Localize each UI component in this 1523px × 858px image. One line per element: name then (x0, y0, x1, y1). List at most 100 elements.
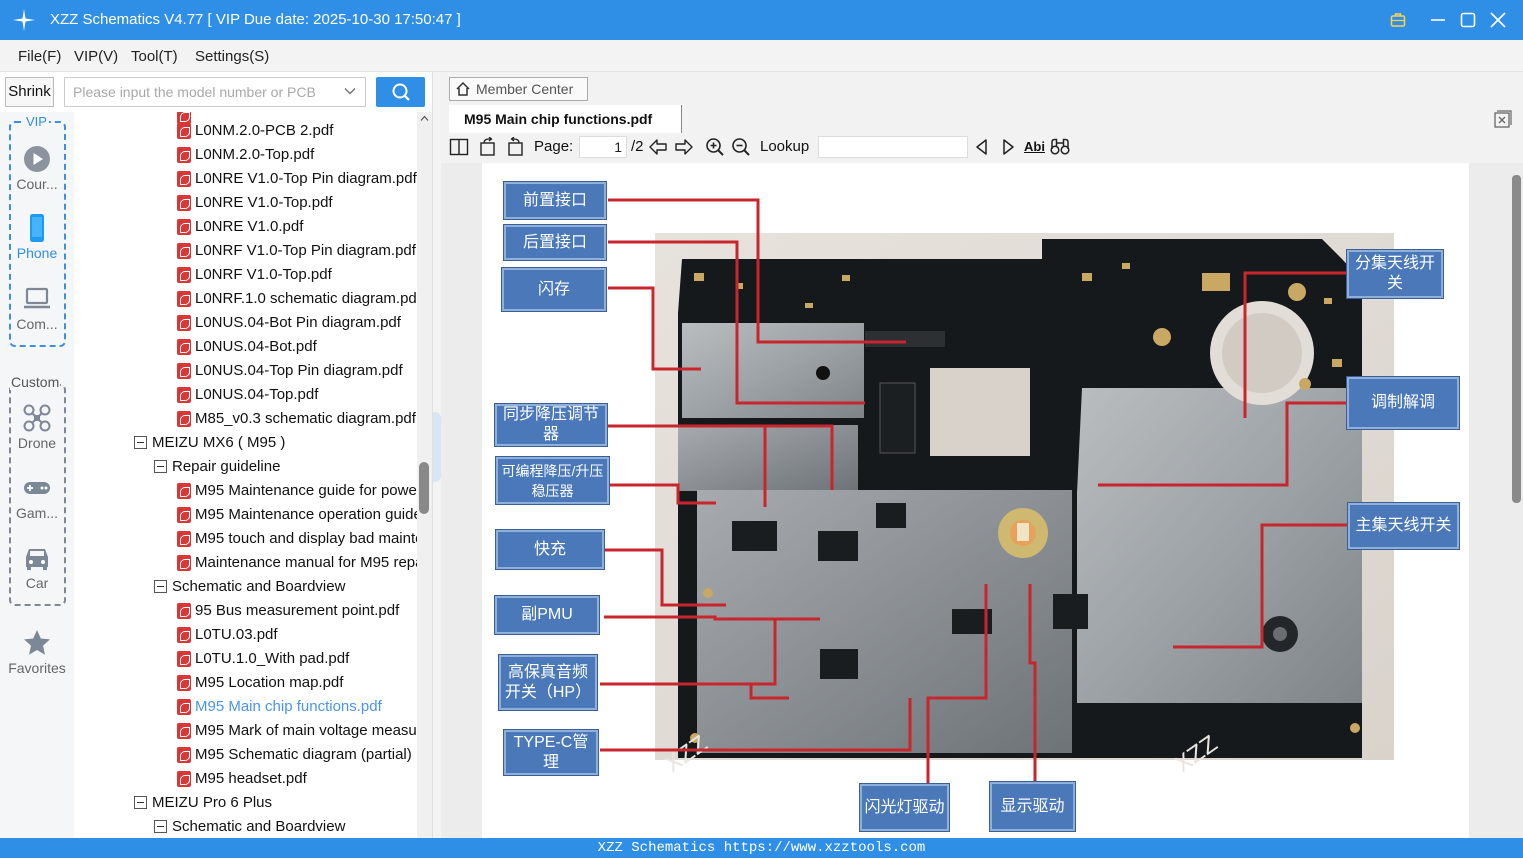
collapse-toggle-icon[interactable] (154, 580, 167, 593)
close-tabs-icon[interactable] (1494, 110, 1512, 128)
drone-icon (23, 404, 51, 432)
tree-item-label: L0NRF V1.0-Top Pin diagram.pdf (195, 242, 416, 259)
label-sync-buck-regulator: 同步降压调节器 (495, 404, 607, 446)
tree-item-label: M95 headset.pdf (195, 770, 307, 787)
page-number-input[interactable]: 1 (579, 136, 627, 158)
gamepad-icon (24, 482, 50, 494)
viewer-scrollbar-thumb[interactable] (1512, 175, 1521, 503)
search-button[interactable] (376, 77, 425, 107)
menu-file[interactable]: File(F) (18, 48, 62, 65)
nav-drone[interactable]: Drone (0, 403, 74, 451)
label-sub-pmu: 副PMU (495, 596, 599, 634)
nav-computer[interactable]: Com... (0, 284, 74, 332)
app-logo-icon (13, 9, 35, 31)
pdf-icon (177, 112, 191, 124)
collapse-toggle-icon[interactable] (154, 820, 167, 833)
pdf-icon (177, 147, 191, 163)
tab-main-chip-functions[interactable]: M95 Main chip functions.pdf (449, 105, 682, 133)
tree-item-label: L0NRE V1.0.pdf (195, 218, 304, 235)
menu-vip[interactable]: VIP(V) (74, 48, 119, 65)
collapse-toggle-icon[interactable] (134, 796, 147, 809)
pdf-viewer[interactable]: XZZ XZZ (441, 163, 1523, 838)
briefcase-icon[interactable] (1384, 6, 1412, 34)
nav-game-label: Gam... (15, 505, 58, 521)
nav-drone-label: Drone (17, 435, 57, 451)
model-search-combo[interactable] (64, 77, 366, 107)
member-center-button[interactable]: Member Center (449, 77, 588, 101)
match-case-toggle[interactable]: Abi (1024, 139, 1045, 154)
pdf-icon (177, 243, 191, 259)
tree-item-label: L0NUS.04-Top.pdf (195, 386, 319, 403)
collapse-toggle-icon[interactable] (154, 460, 167, 473)
tree-item-label: MEIZU MX6 ( M95 ) (152, 434, 286, 451)
find-next-icon[interactable] (998, 137, 1018, 157)
tree-item-label: M85_v0.3 schematic diagram.pdf (195, 410, 416, 427)
pdf-icon (177, 291, 191, 307)
zoom-out-icon[interactable] (731, 137, 751, 157)
menu-tool[interactable]: Tool(T) (131, 48, 178, 65)
pdf-icon (177, 507, 191, 523)
tree-item-label: L0NRE V1.0-Top.pdf (195, 194, 333, 211)
previous-page-icon[interactable] (648, 137, 668, 157)
nav-car-label: Car (25, 575, 49, 591)
label-flash-driver: 闪光灯驱动 (860, 784, 949, 831)
pdf-icon (177, 315, 191, 331)
shrink-button[interactable]: Shrink (5, 77, 54, 107)
label-fast-charge: 快充 (496, 530, 604, 569)
pdf-icon (177, 651, 191, 667)
nav-favorites[interactable]: Favorites (0, 628, 74, 676)
chevron-down-icon[interactable] (343, 84, 357, 98)
tree-scrollbar[interactable] (417, 112, 432, 838)
lookup-input[interactable] (818, 136, 968, 158)
tree-item-label: Schematic and Boardview (172, 578, 346, 595)
viewer-scrollbar[interactable] (1509, 163, 1523, 838)
nav-game[interactable]: Gam... (0, 473, 74, 521)
category-sidebar: VIP Custom Cour... Phone Com... Drone Ga… (0, 112, 74, 838)
nav-favorites-label: Favorites (8, 660, 66, 676)
label-diversity-antenna-switch: 分集天线开关 (1347, 250, 1443, 298)
find-previous-icon[interactable] (972, 137, 992, 157)
tree-item-label: M95 Maintenance operation guide (195, 506, 417, 523)
nav-phone[interactable]: Phone (0, 213, 74, 261)
close-button[interactable] (1484, 6, 1512, 34)
next-page-icon[interactable] (674, 137, 694, 157)
nav-course-label: Cour... (16, 176, 58, 192)
document-tabbar: M95 Main chip functions.pdf (441, 105, 1523, 133)
collapse-toggle-icon[interactable] (134, 436, 147, 449)
nav-car[interactable]: Car (0, 543, 74, 591)
scroll-up-icon[interactable] (420, 114, 429, 123)
minimize-button[interactable] (1424, 6, 1452, 34)
nav-course[interactable]: Cour... (0, 144, 74, 192)
rotate-right-icon[interactable] (505, 137, 525, 157)
maximize-button[interactable] (1454, 6, 1482, 34)
tree-item-label: Maintenance manual for M95 repair (195, 554, 417, 571)
search-row: Shrink (0, 72, 441, 112)
menu-settings[interactable]: Settings(S) (195, 48, 270, 65)
tree-scrollbar-thumb[interactable] (419, 462, 429, 514)
tree-item-label: Schematic and Boardview (172, 818, 346, 835)
two-page-view-icon[interactable] (449, 137, 469, 157)
tree-item-label: L0NM.2.0-PCB 2.pdf (195, 122, 334, 139)
tree-item-label: M95 Schematic diagram (partial) (195, 746, 412, 763)
tree-item-label: 95 Bus measurement point.pdf (195, 602, 400, 619)
pdf-icon (177, 267, 191, 283)
member-center-label: Member Center (476, 81, 574, 97)
nav-phone-label: Phone (16, 245, 58, 261)
binoculars-icon[interactable] (1050, 137, 1070, 157)
zoom-in-icon[interactable] (705, 137, 725, 157)
vip-group-label: VIP (24, 114, 49, 129)
pdf-icon (177, 171, 191, 187)
collapse-handle[interactable] (433, 412, 441, 482)
pdf-icon (177, 387, 191, 403)
label-rear-interface: 后置接口 (504, 225, 606, 260)
tree-item-label: L0NRE V1.0-Top Pin diagram.pdf (195, 170, 417, 187)
label-display-driver: 显示驱动 (990, 782, 1075, 831)
title-bar: XZZ Schematics V4.77 [ VIP Due date: 202… (0, 0, 1523, 40)
tree-item-label: L0NUS.04-Bot Pin diagram.pdf (195, 314, 401, 331)
tree-item-label: M95 Location map.pdf (195, 674, 344, 691)
rotate-left-icon[interactable] (478, 137, 498, 157)
panel-splitter[interactable] (432, 72, 441, 838)
search-input[interactable] (65, 78, 335, 106)
pdf-toolbar: Page: 1 /2 Lookup Abi (441, 133, 1523, 161)
